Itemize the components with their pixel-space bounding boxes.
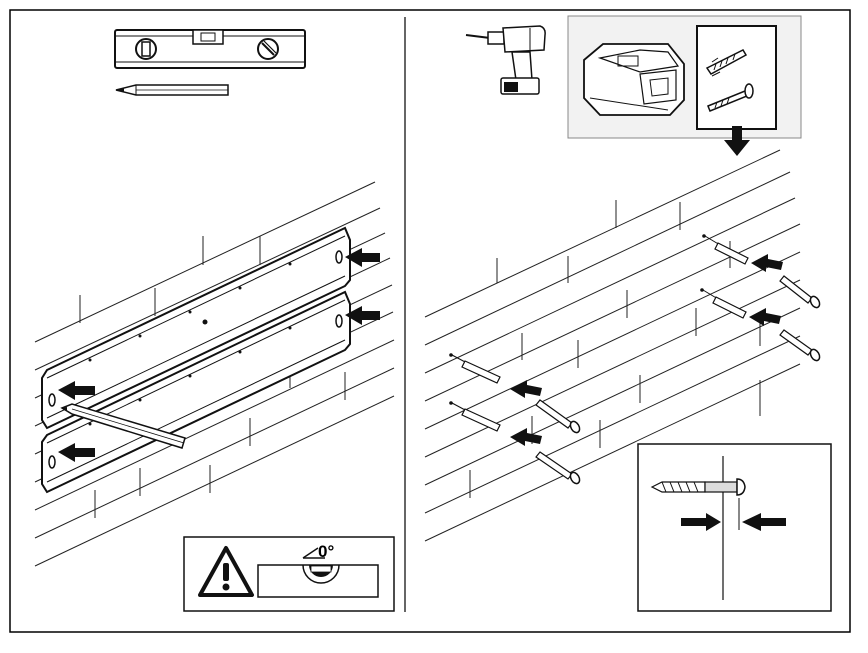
- arrow-left-icon: [345, 248, 380, 267]
- accessories-inset: [567, 15, 802, 139]
- level-zero-degree-icon: 0°: [257, 542, 379, 598]
- screw-gap-detail-inset: [637, 443, 832, 612]
- mounting-rail-lower: [41, 290, 351, 494]
- outer-frame: [9, 9, 851, 633]
- left-panel: 0°: [34, 29, 395, 612]
- arrow-right-icon: [681, 513, 721, 531]
- screw-icon: [707, 83, 754, 112]
- fastener-box: [696, 25, 777, 130]
- warning-triangle-icon: [198, 546, 254, 597]
- wall-plug-icon: [705, 49, 748, 77]
- screw-side-view-icon: [650, 478, 746, 496]
- battery-charger-icon: [583, 43, 685, 116]
- marking-pencil-icon: [60, 403, 186, 449]
- arrow-left-icon: [58, 443, 95, 462]
- level-warning-inset: 0°: [183, 536, 395, 612]
- fastener-set-upper-left: [449, 353, 581, 434]
- arrow-left-icon: [345, 306, 380, 325]
- arrow-left-icon: [742, 513, 786, 531]
- mark-arrows-left: [58, 248, 380, 462]
- level-angle-label: 0°: [318, 542, 334, 561]
- mounting-rail-upper: [41, 226, 351, 430]
- pencil-icon: [115, 84, 229, 96]
- spirit-level-icon: [114, 29, 306, 69]
- fastener-set-lower-left: [449, 401, 581, 485]
- arrow-left-icon: [58, 381, 95, 400]
- fastener-set-lower-right: [700, 288, 821, 362]
- arrow-down-icon: [724, 126, 750, 156]
- cordless-drill-icon: [465, 25, 546, 95]
- fastener-set-upper-right: [702, 234, 821, 309]
- right-panel: [424, 15, 832, 612]
